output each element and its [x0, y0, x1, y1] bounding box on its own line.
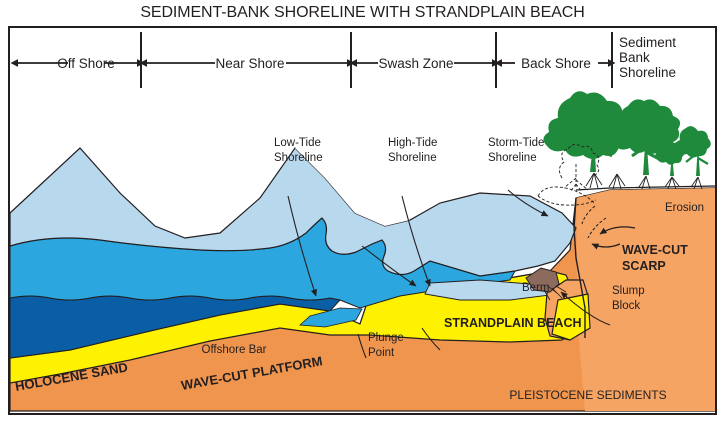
zone-label-back-shore: Back Shore	[521, 56, 591, 71]
breaking-wave-curl	[295, 136, 410, 226]
page-title: SEDIMENT-BANK SHORELINE WITH STRANDPLAIN…	[140, 3, 585, 21]
storm-tide-line-1: Storm-Tide	[488, 137, 544, 149]
fallen-ghost-tree	[537, 144, 600, 206]
tree-small-b	[674, 126, 711, 176]
leader-label-high-tide-shoreline: High-Tide Shoreline	[388, 137, 437, 164]
wave-cut-scarp-label-line-2: SCARP	[622, 259, 666, 273]
plunge-point-label-line-2: Point	[368, 347, 395, 359]
leader-label-low-tide-shoreline: Low-Tide Shoreline	[274, 137, 323, 164]
tree-medium	[610, 99, 681, 175]
zone-near-shore: Near Shore	[139, 56, 355, 71]
strandplain-beach-label: STRANDPLAIN BEACH	[444, 316, 582, 330]
high-tide-line-2: Shoreline	[388, 152, 437, 164]
leader-lines	[287, 189, 611, 359]
leader-low-tide	[287, 195, 317, 297]
berm-label: Berm	[522, 282, 549, 294]
low-tide-line-1: Low-Tide	[274, 137, 321, 149]
leader-slump-block	[560, 291, 611, 326]
zone-swash-zone: Swash Zone	[349, 56, 500, 71]
leader-storm-tide	[507, 189, 549, 217]
plunge-foam-band	[299, 307, 363, 328]
sbs-line-2: Bank	[619, 50, 650, 65]
leader-label-storm-tide-shoreline: Storm-Tide Shoreline	[488, 137, 544, 164]
leader-high-tide	[401, 195, 431, 287]
vegetation-group	[537, 91, 711, 206]
zone-bar: Off Shore Near Shore Swash Zone	[10, 32, 676, 88]
diagram-svg: Off Shore Near Shore Swash Zone	[10, 32, 715, 412]
zone-label-off-shore: Off Shore	[57, 56, 115, 71]
zone-label-swash-zone: Swash Zone	[378, 56, 453, 71]
sbs-line-1: Sediment	[619, 35, 676, 50]
pale-wave-body	[10, 147, 577, 277]
slump-block-brown-chunk	[525, 267, 560, 293]
wave-cut-scarp-edge	[573, 197, 586, 338]
sediment-bank-shoreline-label: Sediment Bank Shoreline	[619, 35, 676, 80]
bank-top-surface	[575, 185, 715, 191]
slump-block-label-line-2: Block	[612, 300, 640, 312]
leader-berm	[361, 245, 417, 287]
slump-block-debris-strands	[543, 285, 567, 301]
zone-off-shore: Off Shore	[10, 56, 145, 71]
slump-block-label-line-1: Slump	[612, 285, 645, 297]
diagram-frame: Off Shore Near Shore Swash Zone	[8, 26, 717, 415]
wave-cut-scarp-label-line-1: WAVE-CUT	[622, 243, 688, 257]
low-tide-line-2: Shoreline	[274, 152, 323, 164]
wave-cut-scarp-face	[576, 188, 715, 411]
leader-plunge-point	[357, 333, 367, 359]
erosion-label: Erosion	[665, 202, 704, 214]
sbs-line-3: Shoreline	[619, 65, 676, 80]
offshore-bar-label: Offshore Bar	[202, 344, 267, 356]
leader-strandplain-beach	[421, 327, 441, 351]
erosion-arrow-group	[581, 205, 636, 250]
zone-label-near-shore: Near Shore	[215, 56, 284, 71]
high-tide-line-1: High-Tide	[388, 137, 437, 149]
plunge-point-label-line-1: Plunge	[368, 332, 404, 344]
zone-back-shore: Back Shore	[494, 56, 616, 71]
storm-tide-line-2: Shoreline	[488, 152, 537, 164]
pleistocene-sediments-label: PLEISTOCENE SEDIMENTS	[509, 388, 666, 402]
